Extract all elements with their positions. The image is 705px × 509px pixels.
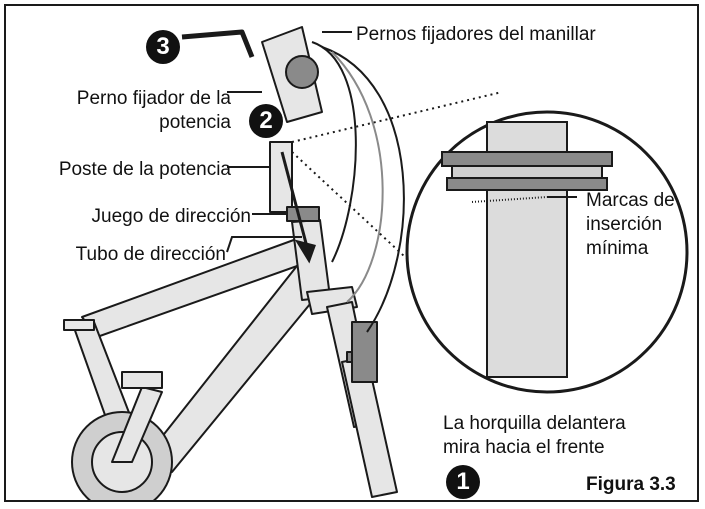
step-badge-1: 1 — [446, 465, 480, 499]
seat-post — [63, 319, 95, 331]
cable-3 — [331, 51, 384, 303]
headset-ring — [286, 206, 320, 222]
figure-frame: Pernos fijadores del manillar Perno fija… — [4, 4, 699, 502]
label-headset: Juego de dirección — [91, 206, 252, 227]
label-min-insertion-1: Marcas de — [586, 190, 675, 211]
step-badge-3: 3 — [146, 30, 180, 64]
cable-2 — [321, 46, 405, 333]
crank-arm — [111, 386, 163, 463]
cable-1 — [311, 41, 357, 263]
label-stem-post: Poste de la potencia — [58, 159, 231, 180]
label-fork-line1: La horquilla delantera — [443, 413, 626, 434]
insertion-arrowhead — [294, 239, 316, 264]
bike-illustration — [63, 26, 689, 500]
insertion-arrow — [280, 151, 309, 248]
zoom-line-bottom — [291, 151, 433, 283]
label-handlebar-bolts: Pernos fijadores del manillar — [356, 24, 596, 45]
label-stem-bolt-line1: Perno fijador de la — [76, 88, 231, 109]
stem-post — [269, 141, 293, 213]
pedal — [121, 371, 163, 389]
magnified-ring-2 — [451, 165, 603, 179]
magnified-ring-3 — [446, 177, 608, 191]
grip — [285, 55, 319, 89]
insertion-marks — [471, 196, 548, 203]
brake-caliper — [351, 321, 378, 383]
label-min-insertion-3: mínima — [586, 238, 649, 259]
allen-key — [181, 29, 255, 58]
leader-head-tube — [226, 236, 302, 253]
label-stem-bolt-line2: potencia — [159, 112, 231, 133]
label-fork-line2: mira hacia el frente — [443, 437, 605, 458]
label-head-tube: Tubo de dirección — [75, 244, 226, 265]
label-min-insertion-2: inserción — [586, 214, 663, 235]
magnified-ring-1 — [441, 151, 613, 167]
figure-caption: Figura 3.3 — [586, 474, 676, 495]
step-badge-2: 2 — [249, 104, 283, 138]
